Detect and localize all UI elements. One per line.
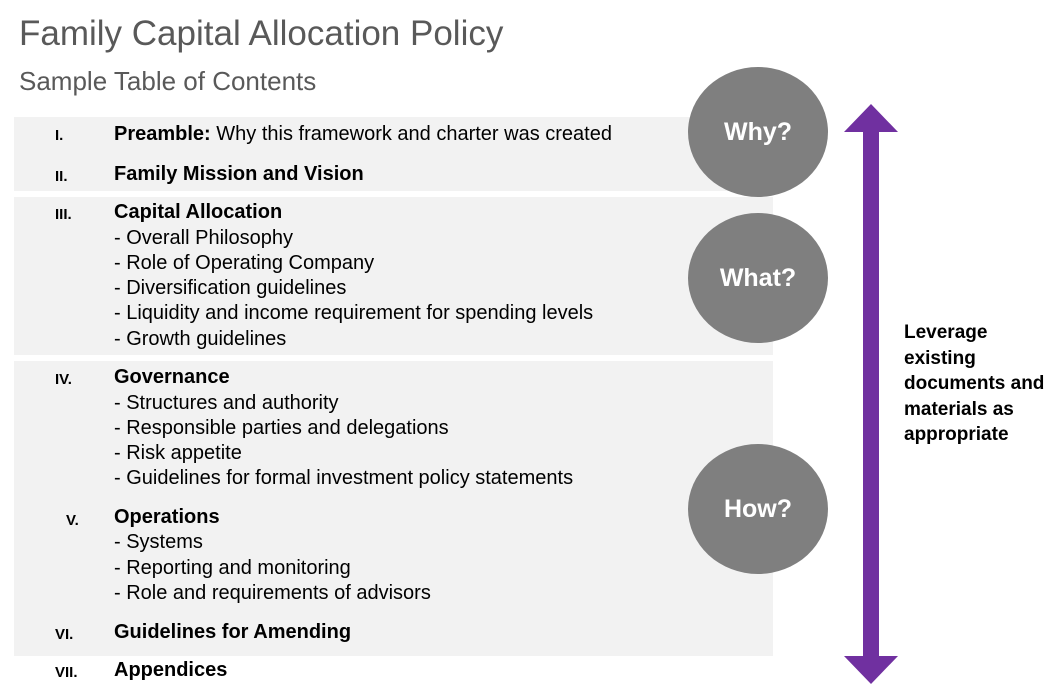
list-item: - Diversification guidelines bbox=[114, 277, 347, 299]
section-heading: Appendices bbox=[114, 659, 227, 682]
how-circle: How? bbox=[688, 444, 828, 574]
section-heading-bold: Capital Allocation bbox=[114, 201, 283, 223]
section-heading: Guidelines for Amending bbox=[114, 621, 351, 644]
section-heading-bold: Governance bbox=[114, 366, 230, 388]
section-number: I. bbox=[55, 127, 64, 144]
section-heading-bold: Operations bbox=[114, 506, 220, 528]
double-arrow-icon bbox=[844, 104, 898, 684]
list-item: - Systems bbox=[114, 531, 203, 553]
list-item: - Role and requirements of advisors bbox=[114, 582, 431, 604]
section-number: III. bbox=[55, 206, 72, 223]
band-why bbox=[14, 117, 773, 191]
why-circle: Why? bbox=[688, 67, 828, 197]
what-circle: What? bbox=[688, 213, 828, 343]
band-what bbox=[14, 197, 773, 355]
list-item: - Risk appetite bbox=[114, 442, 242, 464]
section-number: VII. bbox=[55, 664, 78, 681]
section-heading: Operations bbox=[114, 506, 220, 529]
list-item: - Guidelines for formal investment polic… bbox=[114, 467, 574, 489]
list-item: - Structures and authority bbox=[114, 392, 339, 414]
section-number: II. bbox=[55, 168, 68, 185]
section-number: IV. bbox=[55, 371, 72, 388]
list-item: - Role of Operating Company bbox=[114, 252, 375, 274]
section-number: VI. bbox=[55, 626, 74, 643]
section-number: V. bbox=[66, 512, 79, 529]
list-item: - Reporting and monitoring bbox=[114, 557, 351, 579]
list-item: - Growth guidelines bbox=[114, 328, 287, 350]
section-heading-rest: Why this framework and charter was creat… bbox=[210, 123, 612, 145]
list-item: - Overall Philosophy bbox=[114, 227, 293, 249]
section-heading-bold: Appendices bbox=[114, 659, 228, 681]
section-heading: Governance bbox=[114, 366, 230, 389]
list-item: - Liquidity and income requirement for s… bbox=[114, 302, 594, 324]
page-title: Family Capital Allocation Policy bbox=[19, 14, 504, 53]
section-heading: Preamble: Why this framework and charter… bbox=[114, 123, 612, 146]
section-heading: Family Mission and Vision bbox=[114, 163, 364, 186]
list-item: - Responsible parties and delegations bbox=[114, 417, 449, 439]
page-subtitle: Sample Table of Contents bbox=[19, 66, 317, 96]
band-how bbox=[14, 361, 773, 656]
section-heading-bold: Guidelines for Amending bbox=[114, 621, 352, 643]
section-heading: Capital Allocation bbox=[114, 201, 282, 224]
side-note: Leverage existing documents and material… bbox=[904, 322, 1045, 445]
section-heading-bold: Preamble: bbox=[114, 123, 211, 145]
section-heading-bold: Family Mission and Vision bbox=[114, 163, 364, 185]
